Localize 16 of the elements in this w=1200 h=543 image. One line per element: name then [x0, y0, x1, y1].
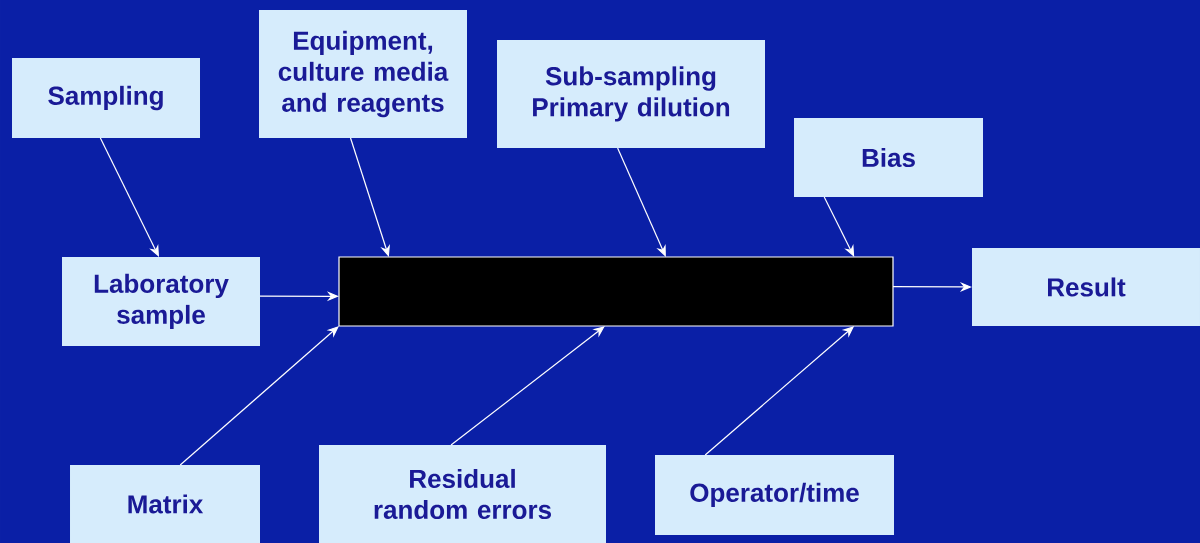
arrow — [892, 281, 972, 292]
arrow — [823, 196, 855, 257]
arrow — [617, 147, 666, 257]
label-box: Laboratory sample — [62, 257, 260, 346]
label-box: Operator/time — [655, 455, 894, 535]
label-box: Equipment, culture media and reagents — [259, 10, 467, 138]
label-box: Sub-sampling Primary dilution — [497, 40, 765, 148]
bar — [338, 256, 894, 327]
arrow — [179, 326, 339, 466]
label-box: Sampling — [12, 58, 200, 138]
label-box: Matrix — [70, 465, 260, 543]
label-box: Result — [972, 248, 1200, 326]
arrow — [349, 137, 390, 257]
label-box: Residual random errors — [319, 445, 606, 543]
arrow — [450, 326, 605, 446]
label-box: Bias — [794, 118, 983, 197]
